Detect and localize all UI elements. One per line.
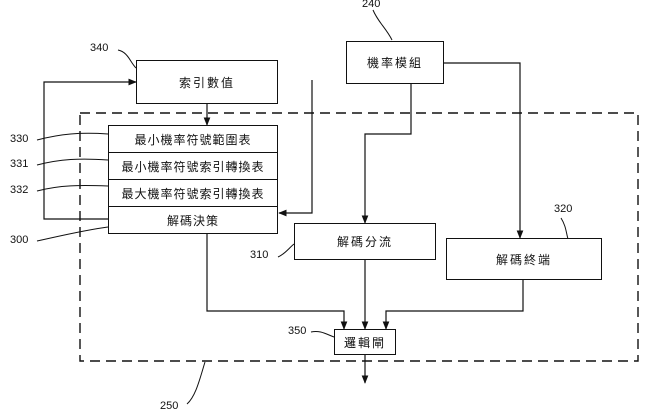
block-decode-branch: 解碼分流 bbox=[294, 223, 436, 260]
system-boundary-250 bbox=[79, 112, 639, 362]
block-decode-terminal-label: 解碼終端 bbox=[495, 252, 552, 267]
block-decode-decision: 解碼決策 bbox=[108, 206, 278, 234]
leader-310 bbox=[277, 243, 295, 258]
terminal-to-gate-line bbox=[382, 280, 524, 330]
ref-350: 350 bbox=[288, 325, 307, 337]
leader-332 bbox=[36, 185, 109, 192]
ref-320: 320 bbox=[554, 203, 573, 215]
table-min-prob-index-label: 最小機率符號索引轉換表 bbox=[121, 159, 265, 174]
prob-to-decision-line bbox=[278, 80, 313, 217]
block-logic-gate-label: 邏輯閘 bbox=[343, 335, 386, 350]
leader-330 bbox=[36, 132, 109, 141]
block-logic-gate: 邏輯閘 bbox=[334, 329, 396, 355]
ref-310: 310 bbox=[250, 249, 269, 261]
leader-350 bbox=[310, 331, 335, 338]
block-decode-terminal: 解碼終端 bbox=[446, 238, 602, 280]
decision-to-gate-line bbox=[206, 234, 348, 330]
table-min-prob-range-label: 最小機率符號範圍表 bbox=[134, 132, 252, 147]
table-min-prob-range: 最小機率符號範圍表 bbox=[108, 125, 278, 152]
ref-331: 331 bbox=[10, 158, 29, 170]
leader-300 bbox=[36, 226, 109, 242]
leader-250 bbox=[186, 361, 206, 405]
table-max-prob-index-label: 最大機率符號索引轉換表 bbox=[121, 186, 265, 201]
prob-to-branch-line bbox=[361, 84, 412, 224]
block-decode-branch-label: 解碼分流 bbox=[336, 235, 393, 249]
leader-340 bbox=[117, 49, 137, 69]
ref-340: 340 bbox=[90, 42, 109, 54]
ref-240: 240 bbox=[362, 0, 381, 10]
block-prob-module: 機率模組 bbox=[346, 41, 444, 84]
table-min-prob-index: 最小機率符號索引轉換表 bbox=[108, 152, 278, 179]
leader-331 bbox=[36, 158, 109, 166]
ref-300: 300 bbox=[10, 234, 29, 246]
ref-250: 250 bbox=[160, 400, 179, 412]
table-max-prob-index: 最大機率符號索引轉換表 bbox=[108, 179, 278, 206]
prob-to-terminal-line bbox=[444, 62, 524, 239]
block-index-value-label: 索引數值 bbox=[178, 75, 235, 90]
feedback-line bbox=[43, 78, 137, 220]
block-index-value: 索引數值 bbox=[136, 60, 278, 104]
ref-332: 332 bbox=[10, 184, 29, 196]
block-decode-decision-label: 解碼決策 bbox=[166, 213, 219, 228]
leader-320 bbox=[560, 217, 569, 240]
ref-330: 330 bbox=[10, 133, 29, 145]
block-prob-module-label: 機率模組 bbox=[366, 56, 423, 70]
leader-240 bbox=[372, 9, 393, 41]
